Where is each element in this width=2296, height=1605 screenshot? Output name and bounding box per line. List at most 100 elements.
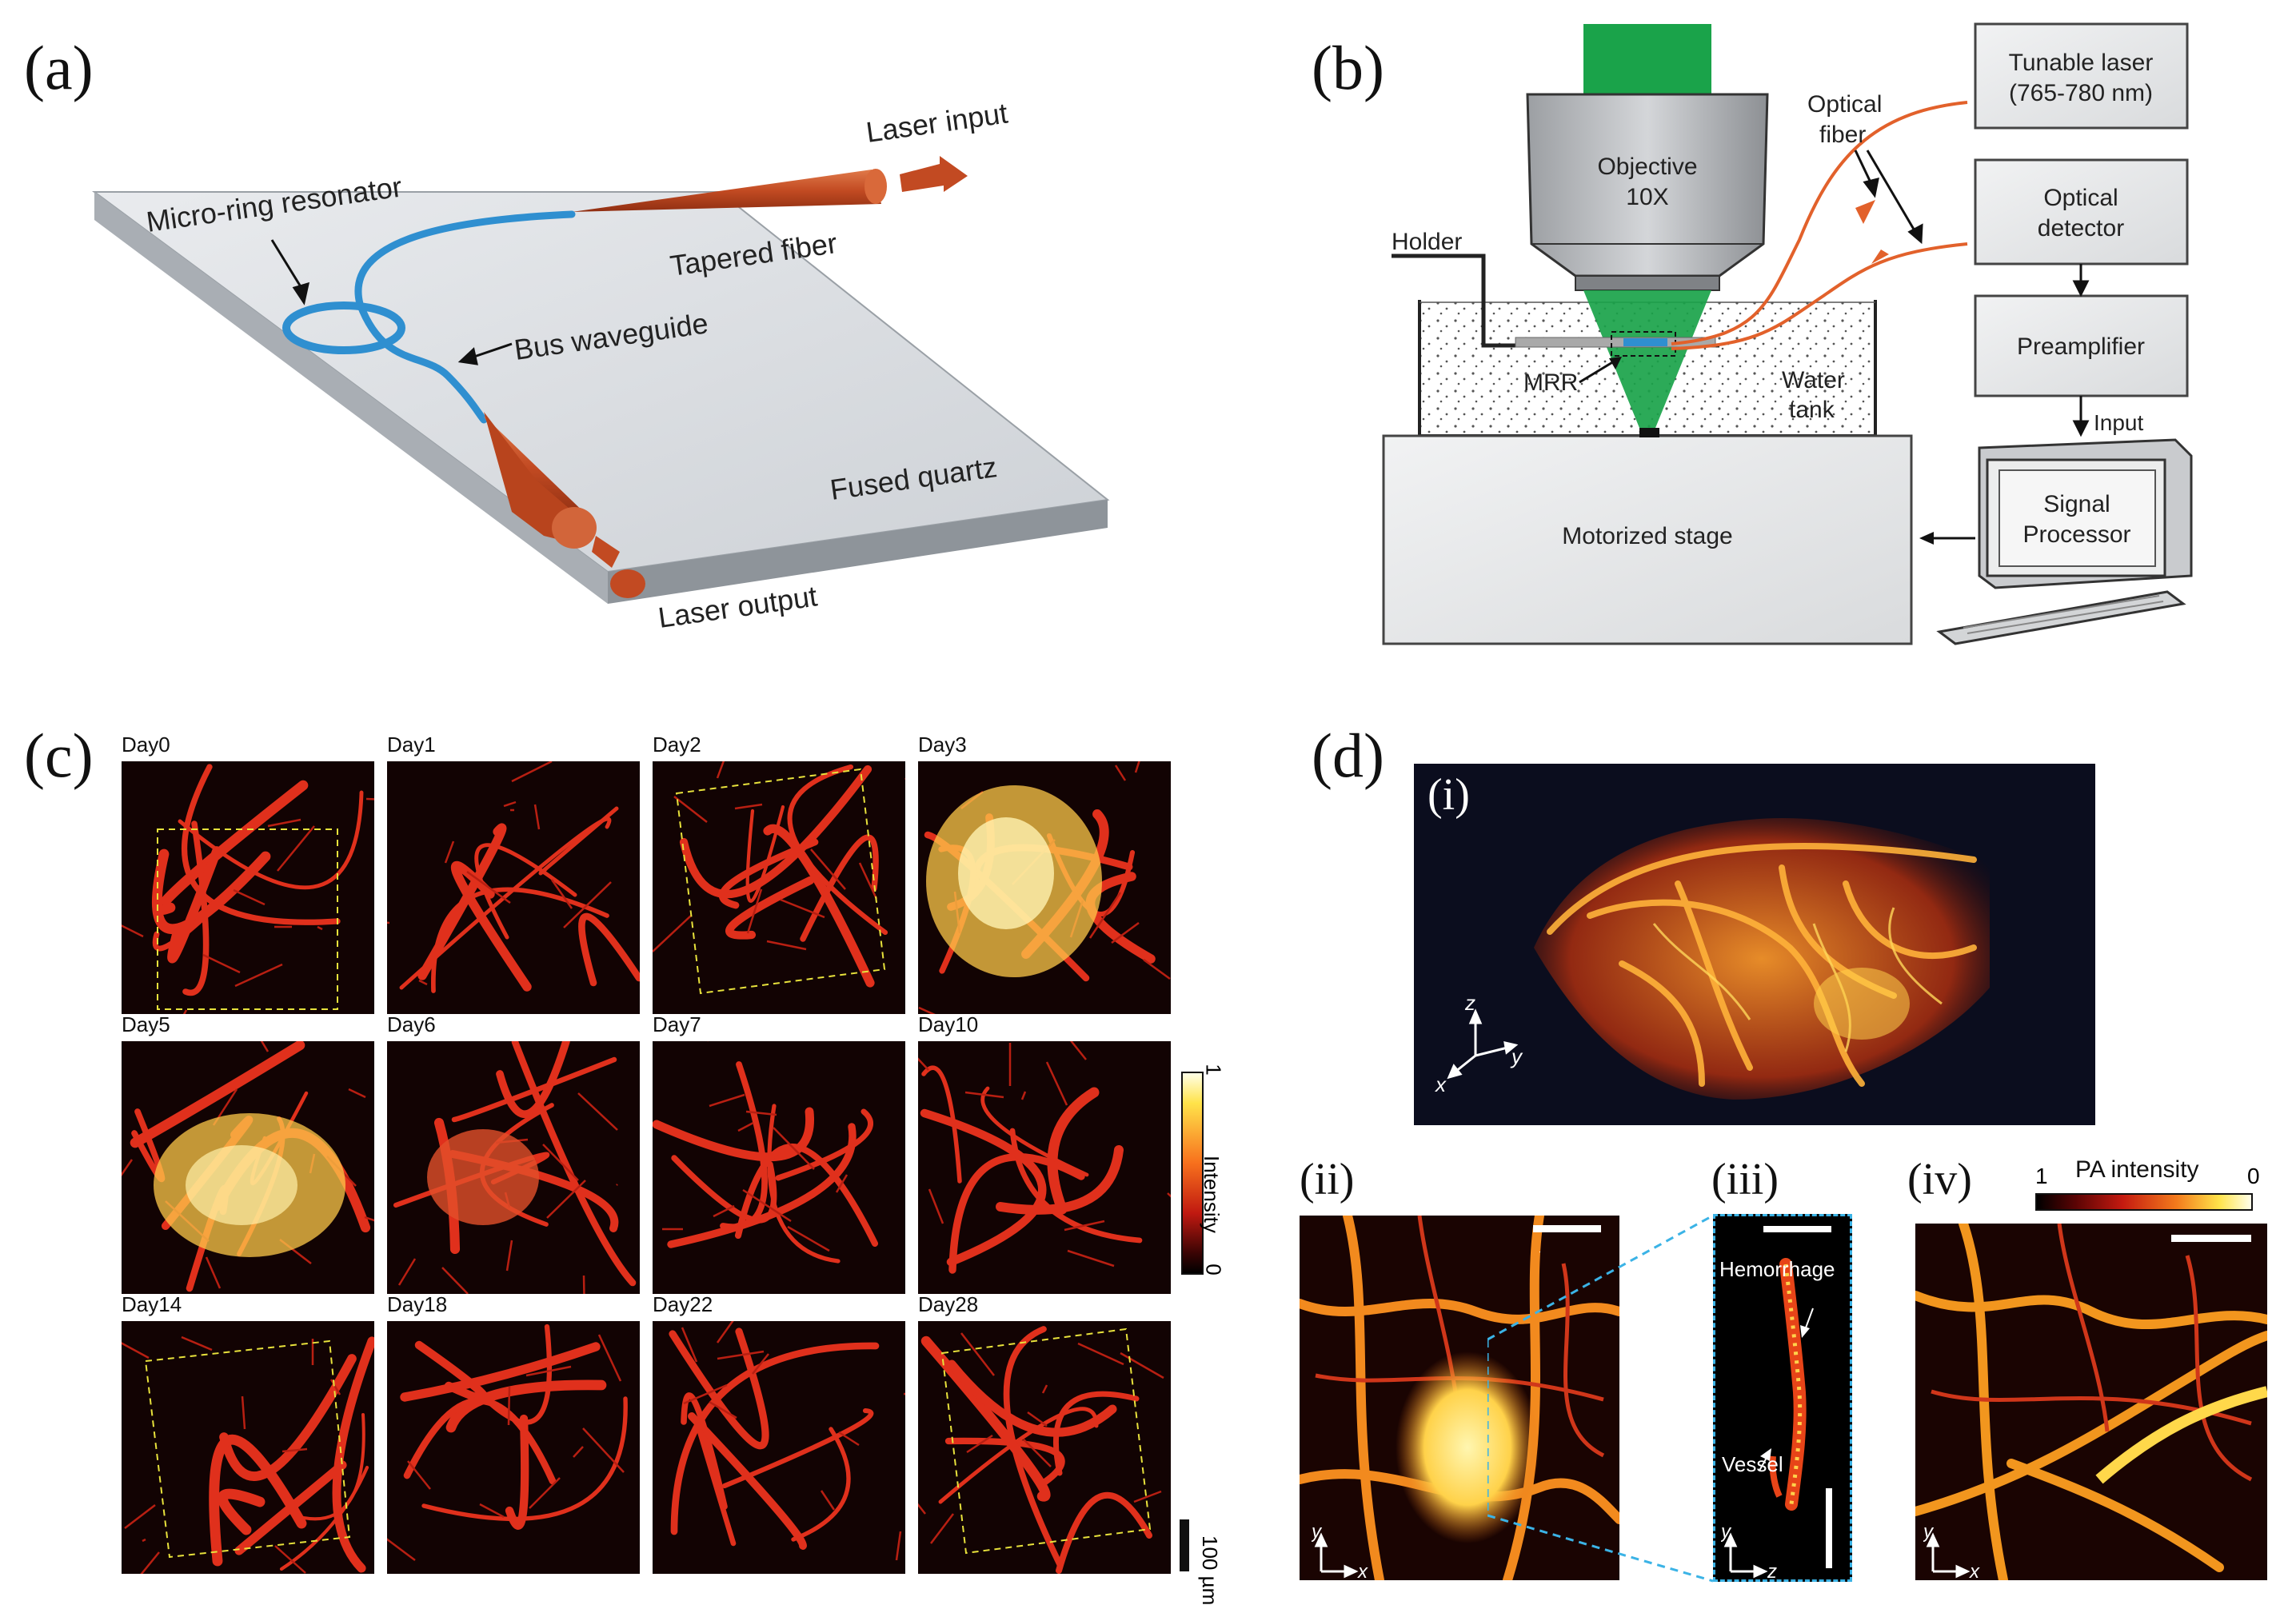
pa-colorbar (2035, 1193, 2253, 1211)
day-label: Day1 (387, 733, 436, 757)
hemorrhage-label: Hemorrhage (1719, 1257, 1835, 1281)
bus-waveguide (354, 210, 576, 424)
tunable-laser-box (1974, 22, 2189, 130)
optical-fiber-2 (1671, 242, 1968, 350)
computer (1936, 438, 2193, 645)
tunable-laser-range: (765-780 nm) (2009, 80, 2153, 106)
vascular-image-tile (122, 1321, 374, 1574)
vascular-image-tile (918, 761, 1171, 1014)
panel-label-a: (a) (24, 33, 94, 102)
pre-treatment-image (1300, 1216, 1619, 1580)
day-label: Day10 (918, 1012, 979, 1036)
svg-text:y: y (1312, 1523, 1323, 1543)
svg-text:x: x (1434, 1072, 1447, 1096)
preamplifier-label: Preamplifier (2017, 333, 2145, 360)
vascular-image-tile (918, 1321, 1171, 1574)
pa-intensity-label: PA intensity (2075, 1156, 2199, 1183)
vascular-image-tile (918, 1041, 1171, 1294)
vascular-image-tile (122, 1041, 374, 1294)
pa-colorbar-max: 1 (2035, 1164, 2048, 1188)
xyz-axes-icon: z y x (1434, 991, 1523, 1096)
preamplifier-box (1974, 294, 2189, 397)
laser-input-label: Laser input (864, 97, 1009, 149)
svg-text:x: x (1357, 1561, 1368, 1579)
scale-bar (1180, 1519, 1189, 1571)
objective-label: Objective (1597, 154, 1697, 180)
svg-text:x: x (1969, 1561, 1980, 1579)
vascular-image-tile (387, 1041, 640, 1294)
day-label: Day5 (122, 1012, 170, 1036)
day-label: Day7 (653, 1012, 701, 1036)
focused-beam (1583, 290, 1711, 432)
colorbar-max-label: 1 (1201, 1064, 1226, 1076)
fused-quartz-slab (91, 191, 1110, 604)
day-label: Day14 (122, 1292, 182, 1316)
input-label: Input (2094, 410, 2143, 435)
post-treatment-image (1915, 1224, 2267, 1580)
vascular-image-tile (653, 1041, 905, 1294)
zoom-indicator-lines (1487, 1214, 1714, 1583)
vascular-image-tile (653, 761, 905, 1014)
subpanel-label-iv: (iv) (1907, 1155, 1972, 1204)
tapered-fiber-output (484, 412, 645, 598)
svg-text:z: z (1464, 991, 1475, 1015)
svg-text:y: y (1721, 1523, 1732, 1543)
3d-render-image (1414, 764, 2095, 1125)
objective-lens (1526, 93, 1769, 291)
optical-detector-box (1974, 158, 2189, 266)
svg-text:y: y (1923, 1523, 1935, 1543)
svg-text:z: z (1767, 1561, 1777, 1579)
tapered-fiber-input (572, 169, 887, 212)
intensity-colorbar (1181, 1072, 1204, 1275)
day-label: Day22 (653, 1292, 713, 1316)
svg-text:y: y (1510, 1044, 1523, 1068)
micro-ring (282, 301, 405, 354)
laser-input-arrow (900, 156, 968, 192)
colorbar-title: Intensity (1200, 1156, 1224, 1233)
holder-label: Holder (1392, 229, 1462, 255)
day-label: Day18 (387, 1292, 448, 1316)
motorized-stage (1382, 434, 1913, 645)
signal-processor-label-2: Processor (2022, 521, 2130, 548)
mrr-label: MRR (1523, 369, 1578, 396)
mrr-chip (1623, 338, 1667, 346)
panel-label-c: (c) (24, 721, 94, 790)
3d-vascular-volume (1534, 818, 1990, 1100)
tunable-laser-label: Tunable laser (2009, 50, 2154, 76)
vascular-image-tile (387, 761, 640, 1014)
colorbar-min-label: 0 (1201, 1264, 1226, 1276)
laser-beam-top (1583, 24, 1711, 96)
scale-bar-label: 100 µm (1198, 1535, 1222, 1605)
day-label: Day28 (918, 1292, 979, 1316)
vascular-image-tile (122, 761, 374, 1014)
water-tank-label-2: tank (1789, 397, 1835, 423)
vessel-label: Vessel (1722, 1452, 1783, 1476)
vascular-image-tile (387, 1321, 640, 1574)
subpanel-label-ii: (ii) (1300, 1155, 1355, 1204)
optical-fiber-label-1: Optical (1807, 91, 1882, 118)
cross-section-image (1713, 1214, 1852, 1582)
subpanel-label-iii: (iii) (1711, 1155, 1779, 1204)
subpanel-label-i: (i) (1428, 770, 1470, 820)
day-label: Day0 (122, 733, 170, 757)
optical-detector-label-1: Optical (2043, 185, 2118, 211)
day-label: Day3 (918, 733, 967, 757)
stage-label: Motorized stage (1562, 523, 1732, 549)
signal-processor-label-1: Signal (2043, 491, 2110, 517)
yz-axes-icon: y z (1721, 1523, 1777, 1579)
xy-axes-icon-iv: y x (1923, 1523, 1980, 1579)
panel-label-d: (d) (1312, 721, 1384, 790)
imaging-setup-diagram: Objective 10X Motorized stage Holder MRR… (1382, 22, 2193, 645)
objective-magnification: 10X (1626, 184, 1668, 210)
xy-axes-icon: y x (1312, 1523, 1368, 1579)
optical-fiber-1 (1671, 101, 1968, 345)
panel-label-b: (b) (1312, 33, 1384, 102)
day-label: Day2 (653, 733, 701, 757)
day-label: Day6 (387, 1012, 436, 1036)
water-tank-label-1: Water (1782, 367, 1845, 393)
micro-ring-chip-diagram: Laser input Micro-ring resonator Tapered… (91, 97, 1110, 634)
optical-detector-label-2: detector (2038, 215, 2124, 242)
vascular-image-tile (653, 1321, 905, 1574)
optical-fiber-label-2: fiber (1819, 122, 1866, 148)
pa-colorbar-min: 0 (2247, 1164, 2260, 1188)
